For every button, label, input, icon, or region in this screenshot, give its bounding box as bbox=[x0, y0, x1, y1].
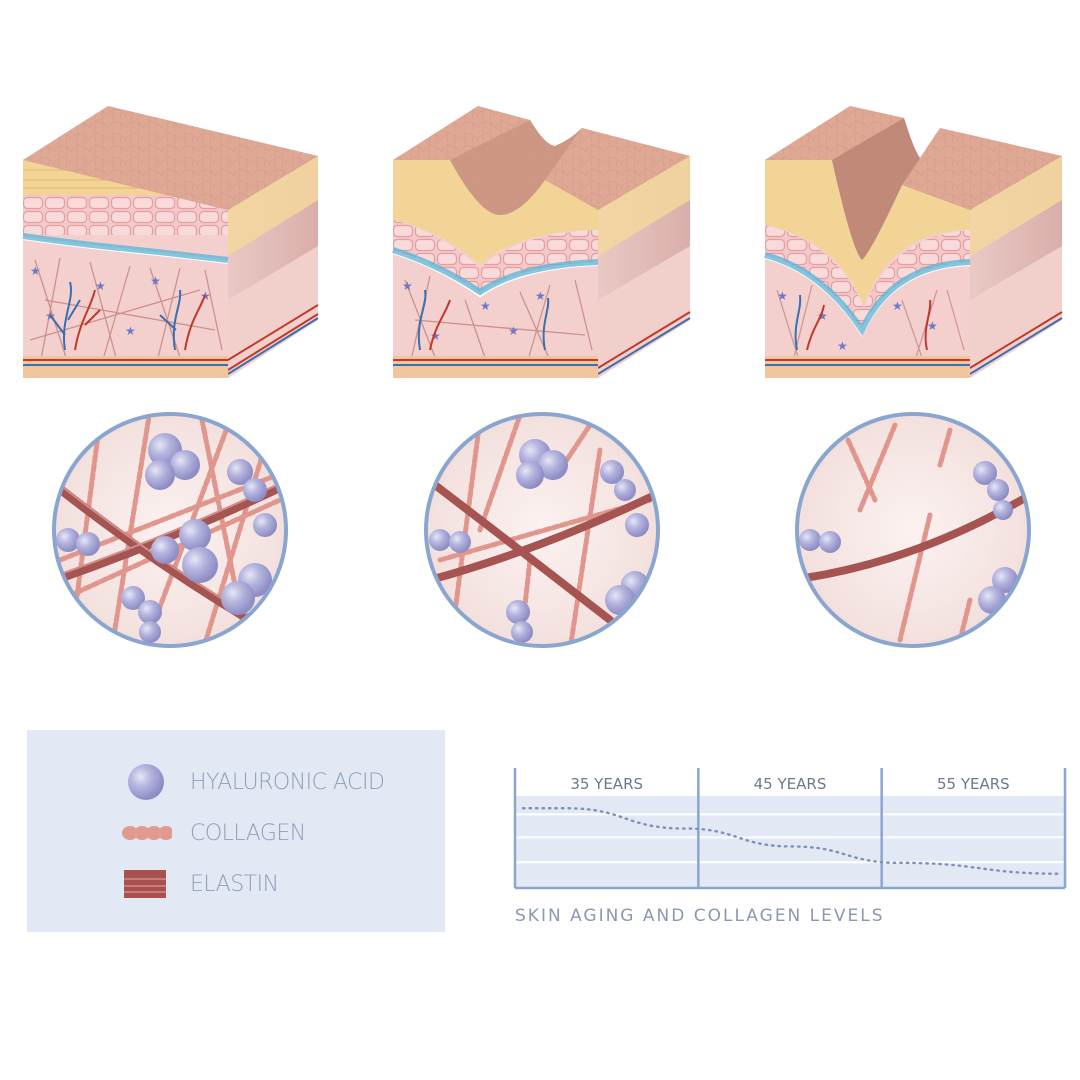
legend-label: HYALURONIC ACID bbox=[190, 770, 385, 795]
legend-panel: HYALURONIC ACID COLLAGEN ELASTIN bbox=[27, 730, 445, 932]
svg-text:★: ★ bbox=[150, 274, 161, 288]
fiber-bundle-icon bbox=[124, 870, 166, 898]
chart-category-label: 35 YEARS bbox=[570, 775, 643, 793]
chart-category-label: 55 YEARS bbox=[937, 775, 1010, 793]
svg-text:★: ★ bbox=[30, 264, 41, 278]
svg-text:★: ★ bbox=[480, 299, 491, 313]
skin-block-middle: ★ ★ ★ ★ ★ bbox=[392, 106, 691, 378]
svg-text:★: ★ bbox=[817, 309, 828, 323]
bead-chain-icon bbox=[122, 826, 172, 840]
svg-text:★: ★ bbox=[535, 289, 546, 303]
chart-plot-area bbox=[515, 796, 1065, 888]
svg-text:★: ★ bbox=[777, 289, 788, 303]
svg-text:★: ★ bbox=[402, 279, 413, 293]
legend-label: ELASTIN bbox=[190, 872, 279, 897]
zoom-circle-middle bbox=[424, 412, 660, 648]
chart-category-label: 45 YEARS bbox=[754, 775, 827, 793]
zoom-circle-young bbox=[52, 412, 288, 648]
svg-text:★: ★ bbox=[125, 324, 136, 338]
svg-text:★: ★ bbox=[95, 279, 106, 293]
skin-block-young: ★★★ ★★★ bbox=[22, 106, 319, 378]
sphere-icon bbox=[128, 764, 164, 800]
skin-block-aged: ★ ★ ★ ★ ★ bbox=[764, 106, 1063, 378]
chart-series-line bbox=[521, 807, 1063, 875]
svg-text:★: ★ bbox=[927, 319, 938, 333]
chart-title: SKIN AGING AND COLLAGEN LEVELS bbox=[515, 906, 885, 926]
legend-label: COLLAGEN bbox=[190, 821, 306, 846]
zoom-circle-aged bbox=[795, 412, 1031, 648]
svg-text:★: ★ bbox=[430, 329, 441, 343]
collagen-level-chart: 35 YEARS 45 YEARS 55 YEARS bbox=[513, 768, 1067, 890]
svg-text:★: ★ bbox=[508, 324, 519, 338]
svg-text:★: ★ bbox=[892, 299, 903, 313]
svg-text:★: ★ bbox=[837, 339, 848, 353]
